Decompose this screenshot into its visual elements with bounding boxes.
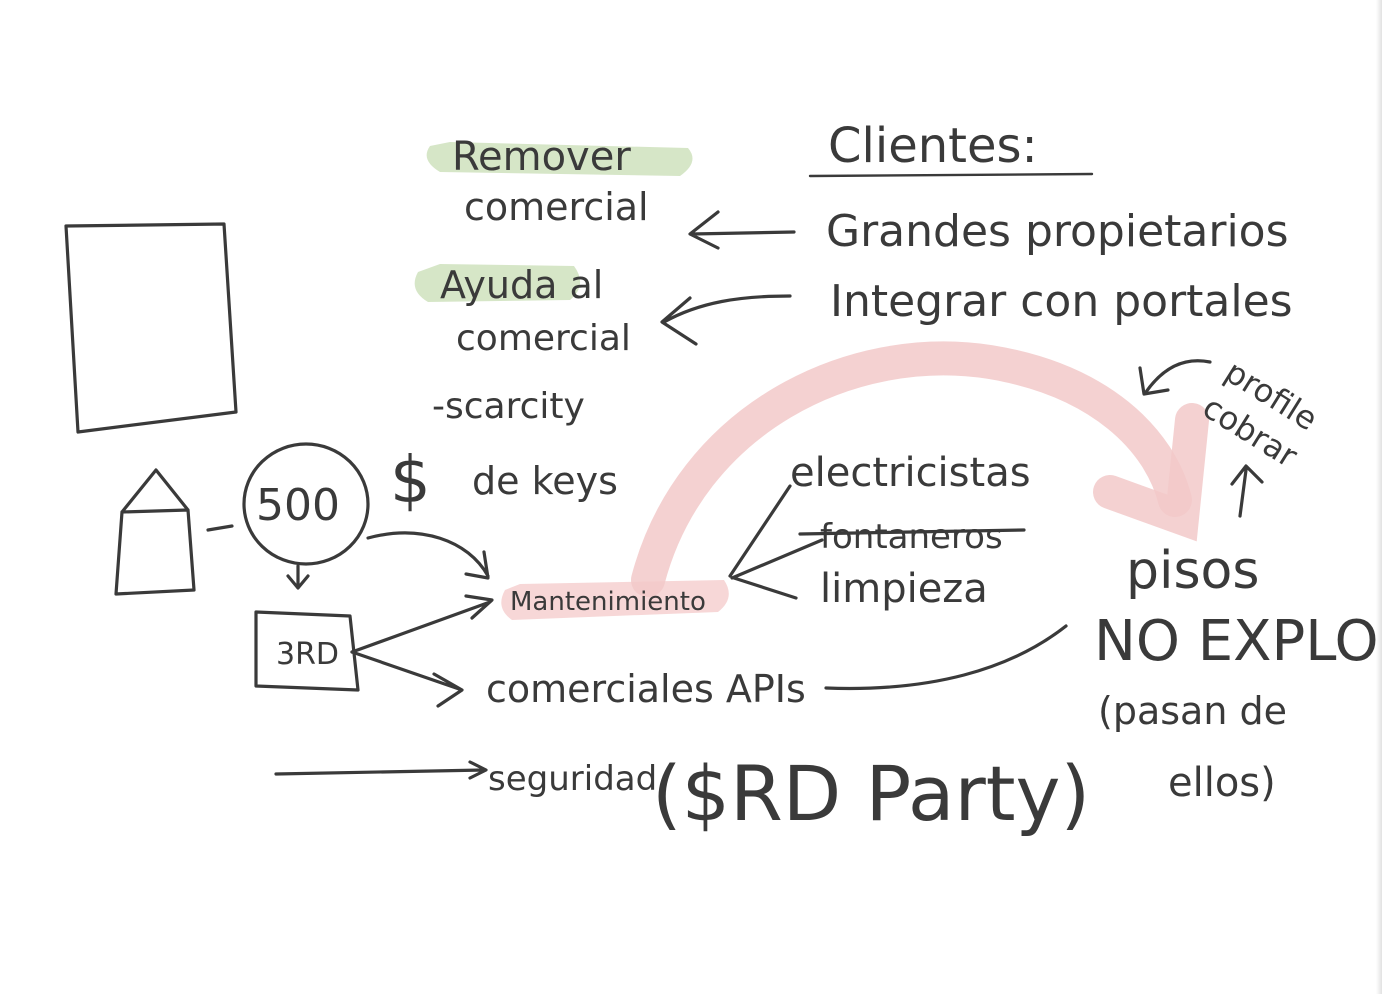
highlight-ayuda (414, 264, 581, 302)
clientes-underline (808, 172, 1094, 178)
arrow-profile-to-integrar (1138, 359, 1212, 396)
empty-box (64, 222, 238, 434)
pisos-line4: ellos) (1168, 760, 1276, 806)
arrow-pisos-to-profile (1230, 464, 1264, 518)
box-3rd (254, 610, 360, 692)
trade-limpieza: limpieza (820, 566, 988, 612)
value-ayuda-line2: comercial (456, 318, 631, 359)
dollar-sign: $ (390, 444, 431, 518)
arrow-3rd-to-mantenimiento (350, 594, 494, 654)
client-grandes-propietarios: Grandes propietarios (826, 206, 1289, 257)
label-comerciales-apis: comerciales APIs (486, 667, 806, 711)
note-de-keys: de keys (472, 459, 618, 503)
highlight-remover (426, 142, 693, 176)
arrow-integrar-to-ayuda (660, 294, 792, 346)
fontaneros-strikethrough (798, 528, 1026, 536)
building-icon (114, 468, 196, 596)
arrow-500-to-mantenimiento (366, 531, 490, 580)
note-scarcity: -scarcity (432, 386, 585, 427)
page-edge-shadow (1376, 0, 1382, 994)
arrow-500-to-3rd (286, 564, 310, 590)
trade-electricistas: electricistas (790, 450, 1031, 496)
circle-500 (242, 442, 370, 566)
label-500: 500 (256, 480, 340, 531)
arrow-to-seguridad (274, 760, 488, 780)
label-seguridad: seguridad (488, 759, 657, 799)
value-remover-line2: comercial (464, 185, 649, 229)
label-mantenimiento: Mantenimiento (510, 587, 706, 617)
mantenimiento-to-pisos-arrowhead (1093, 403, 1209, 542)
trade-fontaneros: fontaneros (820, 517, 1003, 557)
arrow-trades-to-mantenimiento (728, 484, 824, 600)
label-3rd: 3RD (276, 637, 339, 672)
line-apis-to-pisos (824, 624, 1068, 691)
pisos-line3: (pasan de (1098, 689, 1287, 733)
value-ayuda-line1: Ayuda al (440, 263, 603, 307)
client-integrar-portales: Integrar con portales (830, 276, 1293, 327)
arrow-3rd-to-comerciales (350, 650, 464, 708)
label-third-party: ($RD Party) (652, 749, 1090, 838)
arrow-grandes-to-remover (688, 210, 796, 250)
value-remover-line1: Remover (452, 134, 631, 180)
heading-clientes: Clientes: (828, 118, 1038, 174)
mantenimiento-to-pisos-curve (631, 341, 1192, 597)
building-dash (206, 524, 234, 532)
pisos-line2: NO EXPLOT (1094, 609, 1382, 674)
highlight-mantenimiento (501, 580, 729, 620)
pisos-line1: pisos (1126, 541, 1259, 601)
